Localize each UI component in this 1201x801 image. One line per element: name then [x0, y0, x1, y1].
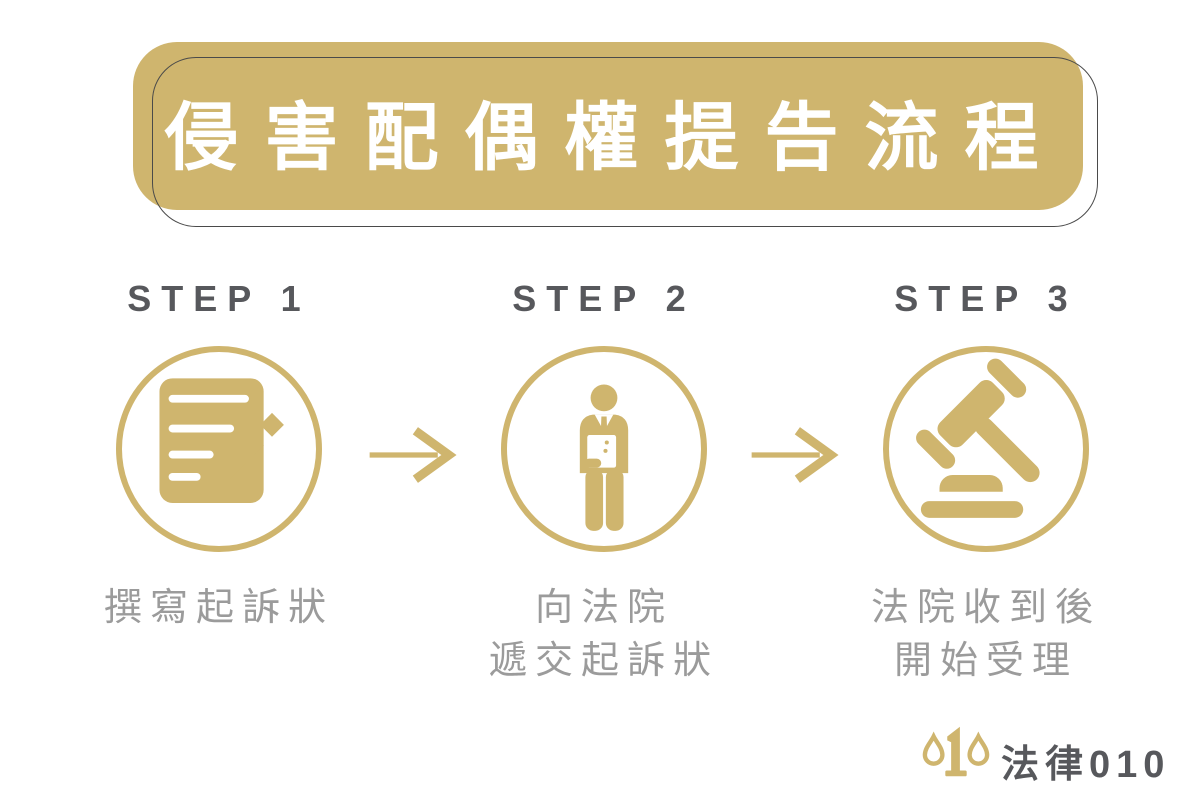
step-1-column: STEP 1 撰寫起訴狀 [69, 278, 369, 635]
step-2-caption-line-2: 遞交起訴狀 [488, 640, 719, 683]
step-3-caption-line-1: 法院收到後 [870, 587, 1101, 629]
scale-logo-icon [922, 726, 990, 777]
step-1-caption-line-1: 撰寫起訴狀 [103, 587, 334, 629]
step-2-circle [501, 346, 707, 552]
step-3-circle [883, 346, 1089, 552]
step-2-caption: 向法院 遞交起訴狀 [454, 582, 754, 688]
step-3-caption-line-2: 開始受理 [893, 640, 1078, 683]
step-2-caption-line-1: 向法院 [534, 587, 673, 629]
step-3-caption: 法院收到後 開始受理 [836, 582, 1136, 688]
step-3-column: STEP 3 法院收到後 開始受理 [836, 278, 1136, 688]
step-2-column: STEP 2 向法院 遞交起訴狀 [454, 278, 754, 688]
document-pencil-icon [159, 378, 284, 503]
step-3-label: STEP 3 [894, 278, 1078, 319]
person-with-document-icon [579, 384, 629, 531]
right-arrow-icon [751, 427, 839, 483]
right-arrow-icon [369, 427, 457, 483]
title-banner-background [133, 42, 1083, 210]
brand-name: 法律010 [1001, 744, 1171, 786]
page-title: 侵害配偶權提告流程 [164, 95, 1065, 179]
step-1-caption: 撰寫起訴狀 [69, 582, 369, 635]
gavel-icon [916, 358, 1040, 518]
step-1-circle [116, 346, 322, 552]
step-2-label: STEP 2 [512, 278, 696, 319]
title-banner-outline [152, 57, 1098, 227]
step-1-label: STEP 1 [127, 278, 311, 319]
